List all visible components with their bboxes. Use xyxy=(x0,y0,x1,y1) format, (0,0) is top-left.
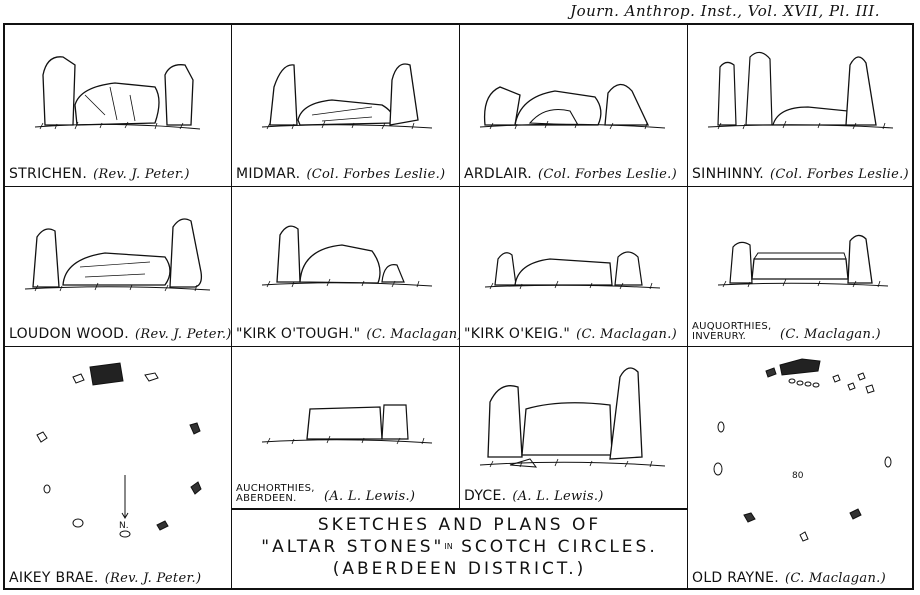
panel-dyce: DYCE.(A. L. Lewis.) xyxy=(460,347,688,509)
panel-aikey-brae: N. AIKEY BRAE.(Rev. J. Peter.) xyxy=(5,347,232,590)
sketch-dyce xyxy=(479,367,666,468)
sketch-strichen xyxy=(34,56,201,130)
panel-kirk-o-tough: "KIRK O'TOUGH."(C. Maclagan) xyxy=(232,187,460,347)
title-scotch-circles: SCOTCH CIRCLES. xyxy=(461,537,658,557)
panel-ardlair: ARDLAIR.(Col. Forbes Leslie.) xyxy=(460,25,688,187)
caption-kirk-o-tough: "KIRK O'TOUGH."(C. Maclagan) xyxy=(236,326,460,342)
caption-kirk-o-keig: "KIRK O'KEIG."(C. Maclagan.) xyxy=(464,326,677,342)
plate-title: SKETCHES AND PLANS OF "ALTAR STONES"IN S… xyxy=(232,509,688,590)
plate-frame: STRICHEN.(Rev. J. Peter.) MIDMAR.(Col. F… xyxy=(3,23,914,590)
caption-midmar: MIDMAR.(Col. Forbes Leslie.) xyxy=(236,166,446,182)
caption-aikey-brae: AIKEY BRAE.(Rev. J. Peter.) xyxy=(9,570,202,586)
plan-aikey-brae xyxy=(36,362,202,538)
caption-dyce: DYCE.(A. L. Lewis.) xyxy=(464,488,604,504)
caption-auquorthies: AUQUORTHIES, INVERURY.(C. Maclagan.) xyxy=(692,321,881,343)
sketch-auchorthies xyxy=(261,404,433,445)
panel-loudon-wood: LOUDON WOOD.(Rev. J. Peter.) xyxy=(5,187,232,347)
title-in: IN xyxy=(444,542,453,551)
sketch-midmar xyxy=(261,63,433,130)
caption-auchorthies: AUCHORTHIES, ABERDEEN.(A. L. Lewis.) xyxy=(236,483,416,505)
stone-number-label: 80 xyxy=(792,471,804,481)
north-label: N. xyxy=(119,521,129,531)
panel-auquorthies: AUQUORTHIES, INVERURY.(C. Maclagan.) xyxy=(688,187,914,347)
caption-ardlair: ARDLAIR.(Col. Forbes Leslie.) xyxy=(464,166,677,182)
plan-old-rayne xyxy=(713,358,892,542)
panel-kirk-o-keig: "KIRK O'KEIG."(C. Maclagan.) xyxy=(460,187,688,347)
plate-reference-header: Journ. Anthrop. Inst., Vol. XVII, Pl. II… xyxy=(570,2,880,20)
title-line-3: (ABERDEEN DISTRICT.) xyxy=(332,559,587,579)
panel-auchorthies: AUCHORTHIES, ABERDEEN.(A. L. Lewis.) xyxy=(232,347,460,509)
sketch-auquorthies xyxy=(717,234,889,288)
panel-old-rayne: 80 OLD RAYNE.(C. Maclagan.) xyxy=(688,347,914,590)
panel-strichen: STRICHEN.(Rev. J. Peter.) xyxy=(5,25,232,187)
caption-old-rayne: OLD RAYNE.(C. Maclagan.) xyxy=(692,570,886,586)
sketch-loudon-wood xyxy=(24,218,211,292)
caption-loudon-wood: LOUDON WOOD.(Rev. J. Peter.) xyxy=(9,326,232,342)
title-altar-stones: "ALTAR STONES" xyxy=(261,537,445,557)
panel-midmar: MIDMAR.(Col. Forbes Leslie.) xyxy=(232,25,460,187)
sketch-sinhinny xyxy=(707,51,894,130)
sketch-kirk-o-keig xyxy=(484,251,661,290)
panel-sinhinny: SINHINNY.(Col. Forbes Leslie.) xyxy=(688,25,914,187)
title-line-1: SKETCHES AND PLANS OF xyxy=(317,515,602,535)
title-line-2: "ALTAR STONES"IN SCOTCH CIRCLES. xyxy=(232,536,687,558)
sketch-ardlair xyxy=(479,83,666,130)
caption-strichen: STRICHEN.(Rev. J. Peter.) xyxy=(9,166,190,182)
caption-sinhinny: SINHINNY.(Col. Forbes Leslie.) xyxy=(692,166,909,182)
sketch-kirk-o-tough xyxy=(261,225,433,288)
